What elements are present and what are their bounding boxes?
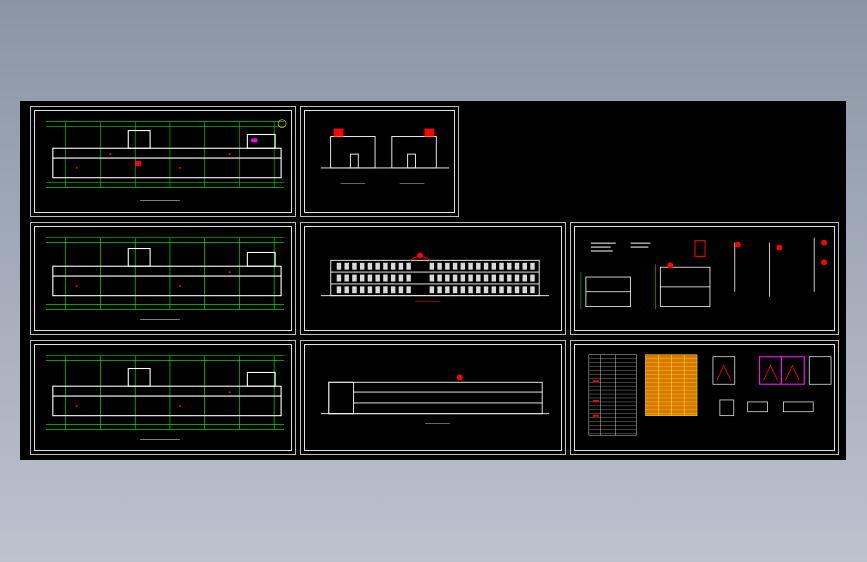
sheet-schedules-and-door-details[interactable] (570, 340, 839, 455)
sheet-rear-elevation[interactable] (300, 340, 566, 455)
elevation-drawing (320, 128, 450, 184)
sheet-border (34, 110, 292, 213)
sheet-border (304, 344, 562, 451)
sheet-front-elevation[interactable] (300, 222, 566, 335)
sheet-border (574, 226, 835, 331)
sheet-border (34, 226, 292, 331)
sheet-third-floor-plan[interactable] (30, 340, 296, 455)
floor-plan-drawing (45, 237, 285, 320)
sheet-border (304, 110, 455, 213)
schedule-drawing (588, 354, 832, 436)
floor-plan-drawing (45, 119, 287, 201)
elevation-drawing (320, 374, 550, 424)
floor-plan-drawing (45, 355, 285, 440)
sheet-section-details[interactable] (570, 222, 839, 335)
sheet-border (34, 344, 292, 451)
sheet-side-elevations[interactable] (300, 106, 459, 217)
sheet-border (574, 344, 835, 451)
detail-drawing (580, 237, 828, 310)
sheet-border (304, 226, 562, 331)
sheet-first-floor-plan[interactable] (30, 106, 296, 217)
sheet-second-floor-plan[interactable] (30, 222, 296, 335)
elevation-drawing (320, 252, 550, 302)
drawing-canvas[interactable] (20, 101, 846, 460)
